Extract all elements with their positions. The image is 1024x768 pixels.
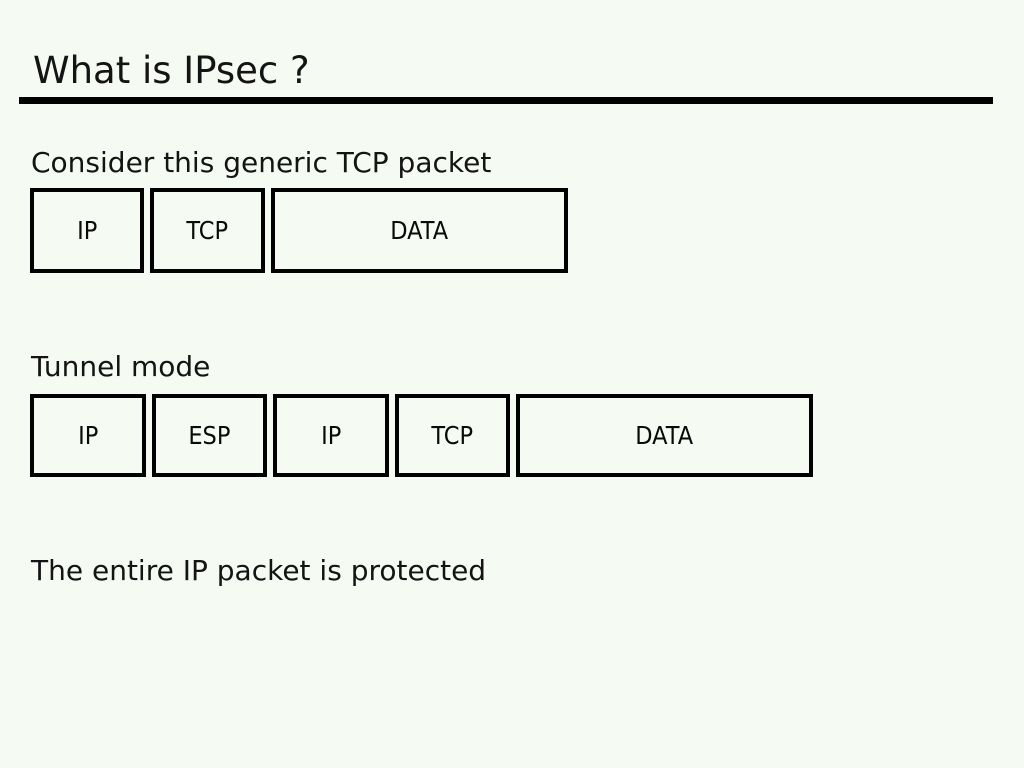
tunnel-mode-caption: Tunnel mode [31,350,211,383]
packet-field-tcp: TCP [395,394,510,477]
packet-field-ip: IP [30,188,144,273]
page-title: What is IPsec ? [33,49,310,92]
packet-field-label: IP [77,421,99,450]
packet-field-label: TCP [186,216,229,245]
packet-field-data: DATA [516,394,813,477]
packet-field-label: TCP [431,421,474,450]
title-underline-rule [19,97,993,104]
generic-packet-caption: Consider this generic TCP packet [31,146,492,179]
packet-field-inner-ip: IP [273,394,389,477]
packet-field-data: DATA [271,188,568,273]
packet-field-label: ESP [188,421,231,450]
packet-field-label: IP [320,421,342,450]
footer-note: The entire IP packet is protected [31,554,487,587]
tunnel-mode-packet-diagram: IP ESP IP TCP DATA [30,394,813,477]
packet-field-label: DATA [635,421,694,450]
packet-field-label: DATA [390,216,449,245]
packet-field-label: IP [76,216,98,245]
packet-field-tcp: TCP [150,188,265,273]
packet-field-outer-ip: IP [30,394,146,477]
packet-field-esp: ESP [152,394,267,477]
generic-packet-diagram: IP TCP DATA [30,188,568,273]
